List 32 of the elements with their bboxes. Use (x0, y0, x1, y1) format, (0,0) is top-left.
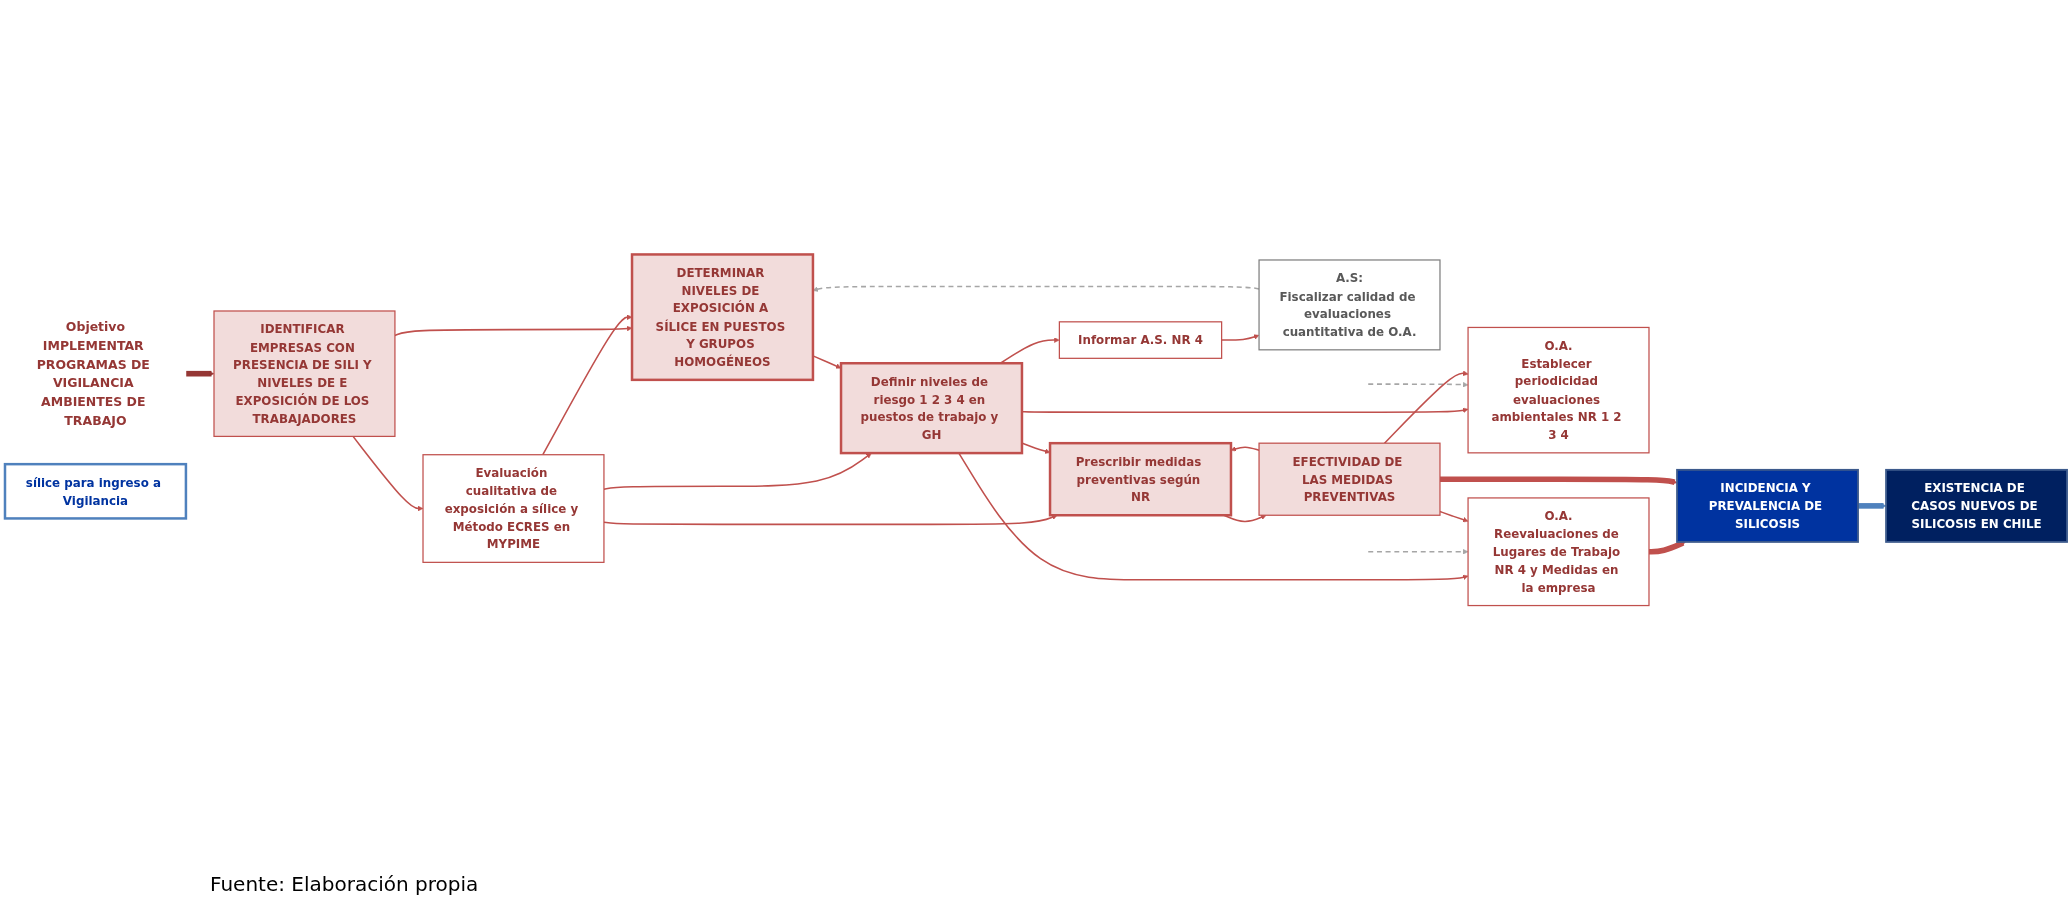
caption: Fuente: Elaboración propia (210, 872, 479, 896)
arrow (1021, 442, 1051, 454)
arrow (603, 514, 1058, 526)
node-box: O.A. Establecer periodicidad evaluaciones ambientales NR 1 2 3 4 (1467, 326, 1650, 454)
node-box: INCIDENCIA Y PREVALENCIA DE SILICOSIS (1676, 468, 1859, 543)
arrow (812, 355, 842, 369)
node-box: DETERMINAR NIVELES DE EXPOSICIÓN A SÍLICE EN PUESTOS Y GRUPOS HOMOGÉNEOS (630, 253, 815, 382)
arrow (1230, 446, 1260, 452)
node-box: IDENTIFICAR EMPRESAS CON PRESENCIA DE SILI Y NIVELES DE E EXPOSICIÓN DE LOS TRABAJADORES (213, 310, 396, 438)
node-box: O.A. Reevaluaciones de Lugares de Trabajo NR 4 y Medidas en la empresa (1467, 497, 1650, 607)
node-box: Definir niveles de riesgo 1 2 3 4 en puestos de trabajo y GH (839, 362, 1024, 455)
arrow (812, 285, 1260, 292)
arrow (394, 325, 633, 337)
arrow (1439, 510, 1469, 523)
node-box: Informar A.S. NR 4 (1058, 321, 1223, 359)
node-box: sílice para ingreso a Vigilancia (3, 462, 188, 520)
arrow (1648, 540, 1686, 555)
node-box: A.S: Fiscalizar calidad de evaluaciones cuantitativa de O.A. (1258, 259, 1441, 351)
arrow (1367, 549, 1469, 555)
arrow (542, 314, 633, 456)
arrow (185, 370, 215, 377)
arrow (1021, 407, 1469, 413)
arrow (999, 337, 1060, 364)
node-box: Prescribir medidas preventivas según NR (1048, 441, 1233, 517)
arrow (352, 435, 424, 512)
node-box: EXISTENCIA DE CASOS NUEVOS DE SILICOSIS EN CHILE (1885, 468, 2068, 543)
node-box: Evaluación cualitativa de exposición a sílice y Método ECRES en MYPIME (422, 454, 605, 563)
arrow (1367, 381, 1469, 388)
node-text: Objetivo IMPLEMENTAR PROGRAMAS DE VIGILANCIA AMBIENTES DE TRABAJO (36, 319, 150, 428)
arrow (1383, 370, 1469, 444)
arrow (1439, 476, 1678, 485)
node-box: EFECTIVIDAD DE LAS MEDIDAS PREVENTIVAS (1258, 442, 1441, 516)
